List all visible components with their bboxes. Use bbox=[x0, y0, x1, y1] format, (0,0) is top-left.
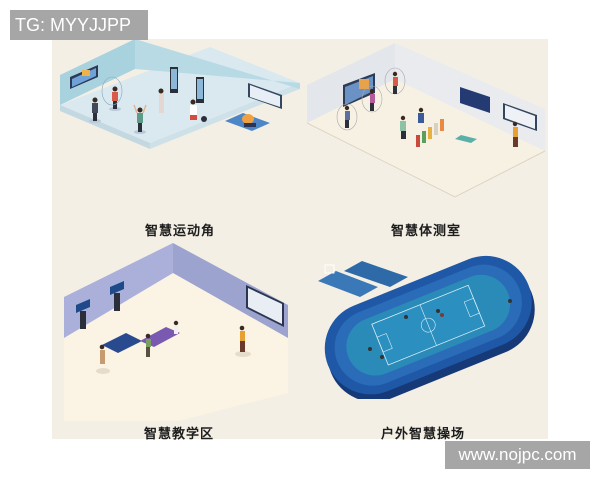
scene-smart-teaching-area bbox=[60, 243, 292, 425]
person-figures bbox=[89, 76, 256, 134]
sports-corner-illustration bbox=[60, 39, 300, 149]
illustration-panel: 智慧运动角 bbox=[52, 39, 548, 442]
scene-outdoor-smart-playground bbox=[310, 249, 548, 399]
watermark-top-left: TG: MYYJJPP bbox=[10, 10, 148, 40]
caption-smart-fitness-test-room: 智慧体测室 bbox=[391, 224, 462, 239]
player-figures bbox=[368, 299, 512, 359]
caption-outdoor-smart-playground: 户外智慧操场 bbox=[381, 427, 466, 442]
teaching-area-illustration bbox=[64, 243, 288, 421]
person-figures bbox=[96, 320, 251, 374]
caption-smart-sports-corner: 智慧运动角 bbox=[145, 224, 216, 239]
outdoor-playground-illustration bbox=[318, 255, 535, 399]
caption-smart-teaching-area: 智慧教学区 bbox=[144, 427, 215, 442]
scene-smart-fitness-test-room bbox=[305, 39, 548, 209]
watermark-bottom-right: www.nojpc.com bbox=[445, 441, 590, 469]
fitness-test-room-illustration bbox=[306, 43, 546, 198]
person-figures bbox=[336, 67, 518, 147]
scene-smart-sports-corner bbox=[60, 39, 300, 199]
